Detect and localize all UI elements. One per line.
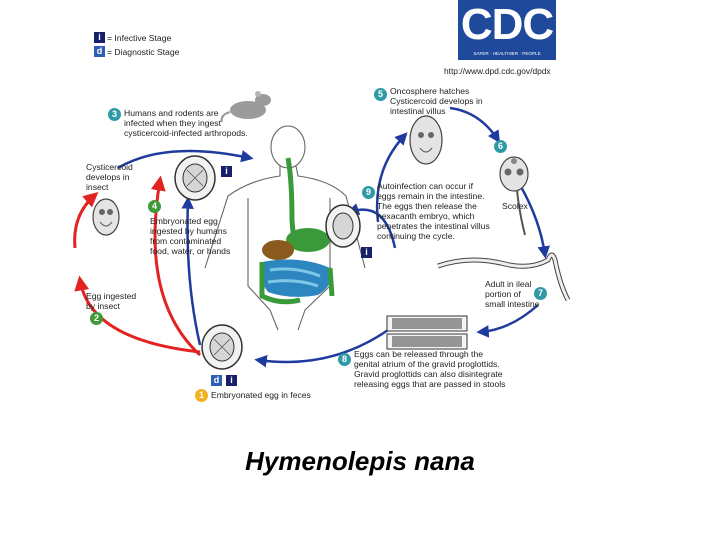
proglottids-image xyxy=(386,315,468,350)
arrow-feces-to-egg xyxy=(181,196,202,346)
autoinfection-egg-image xyxy=(325,204,361,248)
stage-2-badge: 2 xyxy=(90,312,103,325)
arrow-scolex-to-adult xyxy=(518,184,550,259)
scolex-image xyxy=(499,156,529,236)
cysticercoid-insect-label: Cysticercoid develops in insect xyxy=(86,162,133,192)
insect-cycle-arrows xyxy=(73,175,202,357)
stage-4-infective-marker: i xyxy=(221,166,232,177)
stage-7-text: Adult in ileal portion of small intestin… xyxy=(485,279,540,309)
cdc-logo: CDC SAFER · HEALTHIER · PEOPLE xyxy=(458,0,556,60)
stage-6-badge: 6 xyxy=(494,140,507,153)
arrow-oncosphere-to-scolex xyxy=(449,106,501,144)
digestive-tract xyxy=(259,157,335,305)
stage-1-text: Embryonated egg in feces xyxy=(211,390,311,400)
stage-9-badge: 9 xyxy=(362,186,375,199)
embryonated-egg-image xyxy=(174,155,216,201)
stage-2-text: Egg ingested by insect xyxy=(86,291,137,311)
feces-egg-image xyxy=(201,324,243,370)
stage-1-badge: 1 xyxy=(195,389,208,402)
cysticercoid-insect-image xyxy=(92,198,120,236)
stage-5-text: Oncosphere hatches Cysticercoid develops… xyxy=(390,86,483,116)
arrow-autoinfection xyxy=(346,203,397,249)
cdc-logo-text: CDC xyxy=(460,0,554,49)
rat-icon xyxy=(220,91,271,123)
stage-1-diagnostic-marker: d xyxy=(211,375,222,386)
stage-8-badge: 8 xyxy=(338,353,351,366)
diagnostic-stage-symbol: d xyxy=(94,46,105,57)
stage-4-text: Embryonated egg ingested by humans from … xyxy=(150,216,231,256)
stage-1-infective-marker: i xyxy=(226,375,237,386)
arrow-insect-to-human xyxy=(117,149,254,170)
stage-3-text: Humans and rodents are infected when the… xyxy=(124,108,248,138)
human-cycle-arrows xyxy=(117,106,550,368)
stage-9-text: Autoinfection can occur if eggs remain i… xyxy=(377,181,490,241)
arrow-egg-ingested xyxy=(150,175,202,357)
infective-stage-label: = Infective Stage xyxy=(107,33,172,43)
arrow-proglottids-to-feces xyxy=(254,328,389,368)
human-figure xyxy=(204,125,366,331)
stage-3-badge: 3 xyxy=(108,108,121,121)
cdc-logo-tagline: SAFER · HEALTHIER · PEOPLE xyxy=(473,51,541,56)
stage-5-badge: 5 xyxy=(374,88,387,101)
diagnostic-stage-label: = Diagnostic Stage xyxy=(107,47,180,57)
diagram-title: Hymenolepis nana xyxy=(245,446,475,476)
source-url: http://www.dpd.cdc.gov/dpdx xyxy=(444,66,551,76)
stage-9-infective-marker: i xyxy=(361,247,372,258)
stage-8-text: Eggs can be released through the genital… xyxy=(354,349,506,389)
oncosphere-image xyxy=(409,115,443,165)
adult-worm-image xyxy=(437,252,571,302)
stage-7-badge: 7 xyxy=(534,287,547,300)
arrow-feces-to-insect xyxy=(74,275,201,354)
arrow-adult-to-proglottids xyxy=(476,304,539,338)
stage-4-badge: 4 xyxy=(148,200,161,213)
scolex-label: Scolex xyxy=(502,201,528,211)
arrow-oncosphere xyxy=(375,132,408,223)
infective-stage-symbol: i xyxy=(94,32,105,43)
arrow-insect-to-cysticercoid xyxy=(73,192,99,249)
